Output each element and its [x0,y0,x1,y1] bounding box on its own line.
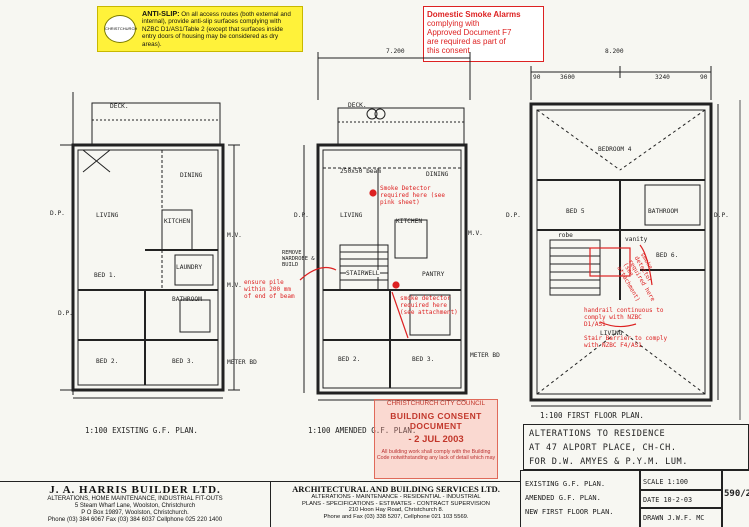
amended-dp-label: D.P. [294,212,309,219]
existing-dining-label: DINING [180,172,203,179]
first-dim-3600: 3600 [560,74,575,81]
stamp-council: CHRISTCHURCH CITY COUNCIL [386,400,486,407]
anti-slip-body: On all access routes (both external and … [142,11,291,48]
smoke-notice-line4: are required as part of [427,37,506,46]
first-dp2-label: D.P. [714,212,729,219]
architectural-line3: 210 Hoon Hay Road, Christchurch 8. [348,507,444,514]
amended-plan-title: 1:100 AMENDED G.F. PLAN. [308,426,417,435]
handrail-note: handrail continuous to comply with NZBC … [584,307,664,328]
amended-stairwell-label: STAIRWELL [346,270,380,277]
amended-mv-label: M.V. [468,230,483,237]
existing-laundry-label: LAUNDRY [176,264,203,271]
first-robe-label: robe [558,232,573,239]
smoke-notice-line5: this consent [427,46,470,55]
sheet-item2: AMENDED G.F. PLAN. [525,494,601,502]
first-bedroom4-label: BEDROOM 4 [598,146,632,153]
amended-remove-label: REMOVE WARDROBE & BUILD [282,250,315,268]
harris-footer: J. A. HARRIS BUILDER LTD. ALTERATIONS, H… [0,481,270,527]
amended-pantry-label: PANTRY [422,271,445,278]
title-block: ALTERATIONS TO RESIDENCE AT 47 ALPORT PL… [523,424,749,470]
stamp-consent: BUILDING CONSENT DOCUMENT [390,411,482,431]
first-plan-title: 1:100 FIRST FLOOR PLAN. [540,411,644,420]
harris-line2: 5 Steam Wharf Lane, Woolston, Christchur… [74,503,196,509]
stair-barrier-note: Stair Barrier to comply with NZBC F4/AS1 [584,335,668,349]
stamp-date: - 2 JUL 2003 [408,434,464,445]
title-line2: AT 47 ALPORT PLACE, CH-CH. [529,443,677,453]
existing-bathroom-label: BATHROOM [172,296,202,303]
architectural-line1: ALTERATIONS - MAINTENANCE - RESIDENTIAL … [311,494,481,500]
existing-mv-label: M.V. [227,232,242,239]
amended-meter-label: METER BD [470,352,500,359]
first-vanity-label: vanity [625,236,648,243]
logo-text: CHRISTCHURCH [105,26,138,31]
amended-living-label: LIVING [340,212,363,219]
existing-dp-label: D.P. [50,210,65,217]
sheet-drawn: DRAWN J.W.F. MC [643,514,705,522]
first-living-label: LIVING [600,330,623,337]
sheet-date: DATE 10-2-03 [643,496,693,504]
anti-slip-notice: CHRISTCHURCH ANTI-SLIP: On all access ro… [97,6,303,52]
amended-beam-label: 250x50 beam [340,168,381,175]
amended-bed2-label: BED 2. [338,356,361,363]
existing-deck-label: DECK. [110,103,129,110]
first-bathroom-label: BATHROOM [648,208,678,215]
bathroom-smoke-note: smoke detector required here (see attach… [400,295,458,316]
first-bed6-label: BED 6. [656,252,679,259]
amended-kitchen-label: KITCHEN [396,218,423,225]
existing-dp2-label: D.P. [58,310,73,317]
pile-note: ensure pile within 200 mm of end of beam [244,279,295,300]
sheet-scale: SCALE 1:100 [643,478,689,486]
architectural-line2: PLANS - SPECIFICATIONS - ESTIMATES - CON… [302,500,490,507]
sheet-item1: EXISTING G.F. PLAN. [525,480,606,488]
council-stamp: CHRISTCHURCH CITY COUNCIL BUILDING CONSE… [374,399,498,479]
stamp-note: All building work shall comply with the … [376,449,496,461]
first-bed5-label: BED 5 [566,208,585,215]
existing-mv2-label: M.V. [227,282,242,289]
sheet-item3: NEW FIRST FLOOR PLAN. [525,508,614,516]
amended-deck-label: DECK. [348,102,367,109]
amended-bed3-label: BED 3. [412,356,435,363]
amended-dimension: 7.200 [386,48,405,55]
architectural-footer: ARCHITECTURAL AND BUILDING SERVICES LTD.… [270,481,521,527]
existing-bed1-label: BED 1. [94,272,117,279]
existing-meter-label: METER BD [227,359,257,366]
first-dim-3240: 3240 [655,74,670,81]
harris-name: J. A. HARRIS BUILDER LTD. [49,484,221,496]
smoke-alarm-notice: Domestic Smoke Alarms complying with App… [423,6,544,62]
harris-line4: Phone (03) 384 6067 Fax (03) 384 6037 Ce… [47,517,223,523]
first-dim-90a: 90 [533,74,541,81]
existing-plan-title: 1:100 EXISTING G.F. PLAN. [85,426,198,435]
amended-dining-label: DINING [426,171,449,178]
smoke-notice-line2: complying with [427,19,480,28]
existing-living-label: LIVING [96,212,119,219]
title-line1: ALTERATIONS TO RESIDENCE [529,429,666,439]
harris-line3: P O Box 19897, Woolston, Christchurch. [81,510,189,516]
sheet-number: 590/2 [724,489,749,499]
first-dp-label: D.P. [506,212,521,219]
harris-line1: ALTERATIONS, HOME MAINTENANCE, INDUSTRIA… [47,496,223,502]
existing-bed2-label: BED 2. [96,358,119,365]
existing-bed3-label: BED 3. [172,358,195,365]
sheet-info: EXISTING G.F. PLAN. AMENDED G.F. PLAN. N… [520,470,749,527]
title-line3: FOR D.W. AMYES & P.Y.M. LUM. [529,457,688,467]
anti-slip-heading: ANTI-SLIP: [142,9,180,18]
existing-kitchen-label: KITCHEN [164,218,191,225]
council-logo: CHRISTCHURCH [104,15,138,43]
smoke-detector-note: Smoke Detector required here (see pink s… [380,185,446,206]
architectural-name: ARCHITECTURAL AND BUILDING SERVICES LTD. [292,484,500,494]
architectural-line4: Phone and Fax (03) 338 5207, Cellphone 0… [323,513,469,520]
smoke-notice-line3: Approved Document F7 [427,28,512,37]
smoke-notice-line1: Domestic Smoke Alarms [427,10,521,19]
first-dim-90b: 90 [700,74,708,81]
first-total-dimension: 8.200 [605,48,624,55]
